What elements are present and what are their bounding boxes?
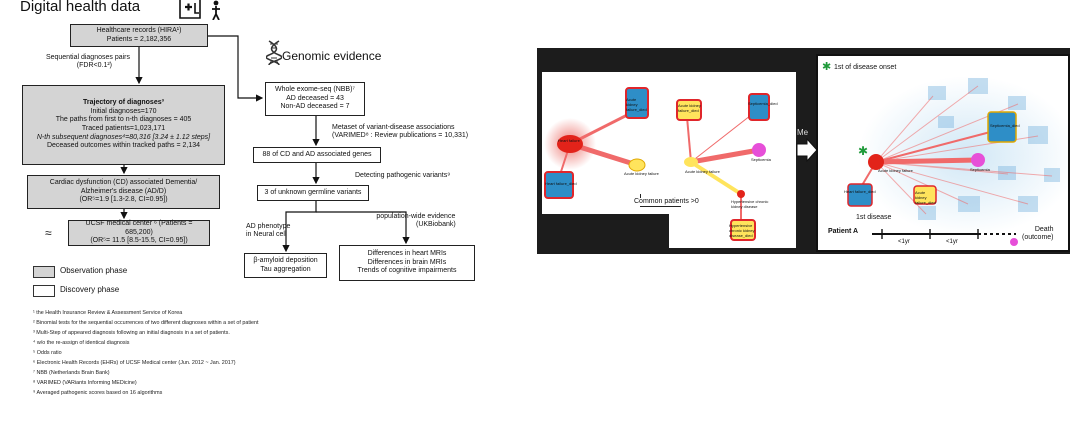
panel3-node-septicemia: Septicemia [970, 167, 990, 172]
panel1-node-heart-failure: Heart failure [558, 138, 580, 143]
first-disease-label: 1st disease [856, 214, 892, 221]
hira-box: Healthcare records (HIRA¹) Patients = 2,… [70, 24, 208, 47]
interval-2-label: <1yr [946, 239, 958, 245]
svg-text:✱: ✱ [858, 144, 868, 158]
footnote: ⁵ Odds ratio [33, 350, 62, 356]
death-outcome-label: Death (outcome) [1022, 226, 1054, 242]
legend-observation-swatch [33, 266, 55, 278]
panel3-node-heart-failure-died: Heart failure_died [844, 189, 876, 194]
panel2-node-hckd: Hypertensive chronic kidney disease [731, 199, 769, 209]
footnote: ⁴ w/o the re-assign of identical diagnos… [33, 340, 130, 346]
metaset-label: Metaset of variant-disease associations … [332, 124, 469, 140]
wes-box: Whole exome-seq (NBB)⁷ AD deceased = 43 … [265, 82, 365, 116]
panel2-node-septicemia-died: Septicemia_died [748, 101, 778, 106]
patient-a-label: Patient A [828, 228, 859, 235]
approx-symbol: ≈ [45, 226, 52, 240]
panel-arrow-text: Me [797, 128, 809, 137]
footnote: ⁸ VARIMED (VARiants Informing MEDicine) [33, 380, 137, 386]
footnote: ² Binomial tests for the sequential occu… [33, 320, 259, 326]
trajectory-box: Trajectory of diagnoses³ Initial diagnos… [22, 85, 225, 165]
genomic-title: Genomic evidence [282, 49, 382, 63]
panel2-node-septicemia: Septicemia [751, 157, 771, 162]
footnote: ⁶ Electronic Health Records (EHRs) of UC… [33, 360, 236, 366]
clinic-icon [178, 0, 226, 25]
onset-legend: 1st of disease onset [834, 64, 897, 71]
onset-star-icon: ✱ [822, 61, 832, 73]
flow-arrows [120, 35, 410, 253]
dna-icon [265, 40, 283, 71]
footnote: ¹ the Health Insurance Review & Assessme… [33, 310, 183, 316]
network-panel-3: ✱ 1st of disease onset ✱ Hea [816, 54, 1070, 252]
ad-phenotype-label: AD phenotype in Neural cell [246, 223, 291, 239]
network-panel-1: Heart failure Heart failure_died Acute k… [542, 72, 670, 214]
panel2-graph [676, 93, 770, 241]
legend-discovery-swatch [33, 285, 55, 297]
cd-ad-box: Cardiac dysfunction (CD) associated Deme… [27, 175, 220, 209]
common-patients-label: Common patients >0 [632, 198, 701, 207]
digital-health-title: Digital health data [20, 0, 141, 15]
population-label: population-wide evidence (UKBiobank) [376, 213, 456, 229]
unknown-variants-box: 3 of unknown germline variants [257, 185, 369, 201]
mri-differences-box: Differences in heart MRIs Differences in… [339, 245, 475, 281]
detect-label: Detecting pathogenic variants⁹ [355, 172, 451, 179]
panel1-graph [544, 87, 649, 199]
genes-box: 88 of CD and AD associated genes [253, 147, 381, 163]
panel1-node-aki: Acute kidney failure [624, 171, 659, 176]
panel3-node-septicemia-died: Septicemia_died [990, 123, 1020, 128]
network-panel-2: Acute kidney failure_died Septicemia_die… [669, 72, 796, 248]
legend-discovery-label: Discovery phase [60, 285, 120, 294]
panel2-node-hckd-died: Hypertensive chronic kidney disease_died [729, 223, 755, 238]
panel-arrow-icon [796, 137, 818, 167]
footnote: ³ Multi-Step of appeared diagnosis follo… [33, 330, 230, 336]
footnote: ⁷ NBB (Netherlands Brain Bank) [33, 370, 110, 376]
panel3-graph: ✱ [847, 76, 1068, 246]
panel3-node-aki: Acute kidney failure [878, 168, 913, 173]
footnote: ⁹ Averaged pathogenic scores based on 16… [33, 390, 163, 396]
panel1-node-heart-failure-died: Heart failure_died [545, 181, 577, 186]
legend-observation-label: Observation phase [60, 266, 128, 275]
panel2-node-aki-died: Acute kidney failure_died [678, 103, 701, 113]
panel1-node-aki-died: Acute kidney failure_died [626, 97, 647, 112]
ucsf-box: UCSF medical center ⁶ (Patients = 685,20… [68, 220, 210, 246]
panel3-node-aki-died: Acute kidney failure_died [915, 190, 936, 205]
panel2-node-aki: Acute kidney failure [685, 169, 720, 174]
sequential-pairs-label: Sequential diagnoses pairs (FDR<0.1²) [45, 54, 130, 70]
interval-1-label: <1yr [898, 239, 910, 245]
amyloid-box: β-amyloid deposition Tau aggregation [244, 253, 327, 278]
